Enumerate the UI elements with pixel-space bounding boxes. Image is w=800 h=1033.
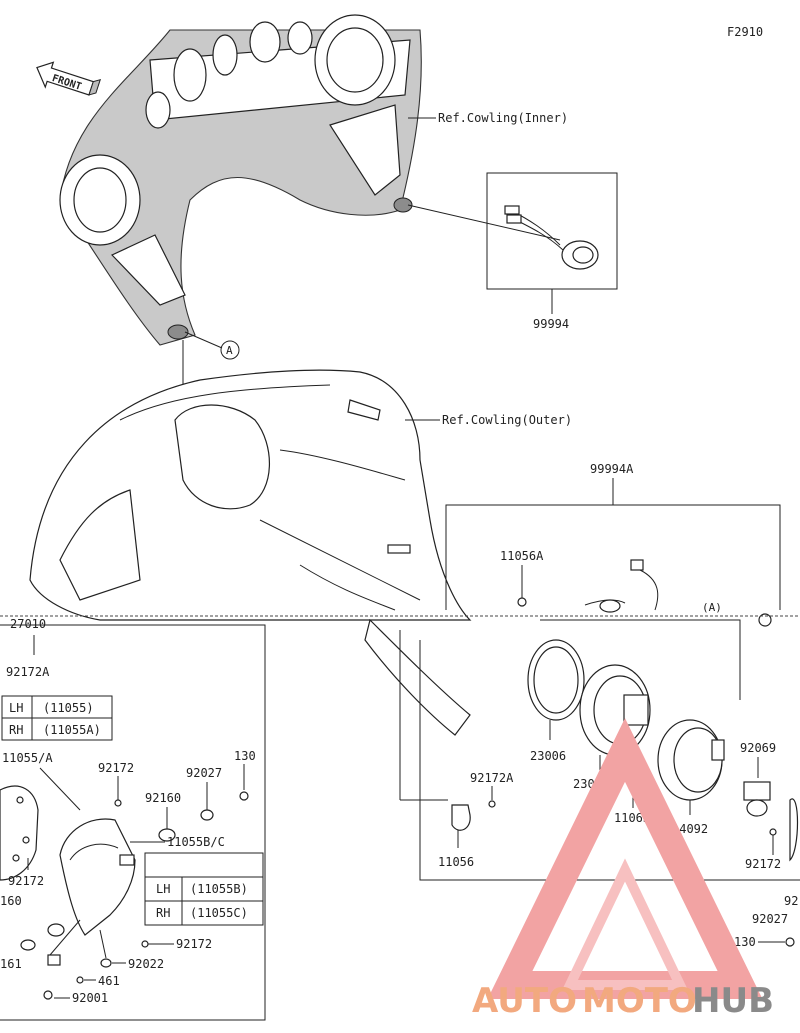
part-92172a-left-label: 92172A	[6, 665, 50, 679]
table-11055bc: LH (11055B) RH (11055C)	[144, 852, 264, 926]
part-92160-1-label: 92160	[145, 791, 181, 805]
callout-a-label: A	[226, 344, 233, 357]
bulb-92069	[743, 781, 771, 817]
part-11055bc-label: 11055B/C	[167, 835, 225, 849]
cowling-outer-drawing	[29, 369, 472, 736]
clip-11056	[451, 804, 471, 831]
t11055bc-row1-side: RH	[156, 906, 170, 920]
socket-99994	[504, 205, 599, 270]
part-92069-label: 92069	[740, 741, 776, 755]
part-92027-1-label: 92027	[186, 766, 222, 780]
front-arrow-icon: FRONT	[36, 61, 102, 96]
t11055bc-row0-code: (11055B)	[190, 882, 248, 896]
part-92001-label: 92001	[72, 991, 108, 1005]
part-92-edge-label: 92	[784, 894, 798, 908]
part-23006-label: 23006	[530, 749, 566, 763]
ring-23006	[527, 639, 585, 721]
harness-99994a	[584, 559, 659, 613]
part-11056-label: 11056	[438, 855, 474, 869]
watermark-auto: AUTO	[472, 981, 577, 1021]
part-130-bot-label: 130	[734, 935, 756, 949]
callout-a-circle	[220, 340, 240, 360]
t11055-row0-code: (11055)	[43, 701, 94, 715]
t11055-row1-code: (11055A)	[43, 723, 101, 737]
part-461-label: 461	[98, 974, 120, 988]
ref-cowling-outer-label: Ref.Cowling(Outer)	[442, 413, 572, 427]
part-130-top-label: 130	[234, 749, 256, 763]
t11055-row1-side: RH	[9, 723, 23, 737]
part-99994-box	[486, 172, 618, 290]
part-92027-2-label: 92027	[752, 912, 788, 926]
part-99994a-label: 99994A	[590, 462, 634, 476]
part-92172-2-label: 92172	[8, 874, 44, 888]
part-27010-label: 27010	[10, 617, 46, 631]
lamp-unit-23007	[579, 664, 651, 756]
part-99994-label: 99994	[533, 317, 569, 331]
t11055bc-row1-code: (11055C)	[190, 906, 248, 920]
part-92172-1-label: 92172	[98, 761, 134, 775]
bracket-11055	[0, 785, 39, 881]
part-92172-3-label: 92172	[176, 937, 212, 951]
part-11056a-label: 11056A	[500, 549, 544, 563]
part-14092-label: 14092	[672, 822, 708, 836]
part-11055a-label: 11055/A	[2, 751, 53, 765]
watermark-hub: HUB	[692, 981, 774, 1021]
part-161-label: 161	[0, 957, 22, 971]
part-92022-label: 92022	[128, 957, 164, 971]
callout-a-paren-label: (A)	[702, 601, 722, 614]
table-11055: LH (11055) RH (11055A)	[1, 695, 113, 741]
part-160-label: 160	[0, 894, 22, 908]
part-92172a-mid-label: 92172A	[470, 771, 514, 785]
watermark-logo: AUTO MOTO HUB	[472, 718, 774, 1021]
left-exploded-box	[0, 624, 266, 1021]
housing-14092	[657, 719, 725, 801]
t11055-row0-side: LH	[9, 701, 23, 715]
cowling-inner-drawing	[59, 14, 422, 346]
watermark-moto: MOTO	[582, 981, 697, 1021]
bracket-11055bc	[59, 818, 136, 936]
t11055bc-row0-side: LH	[156, 882, 170, 896]
figure-code: F2910	[727, 25, 763, 39]
ref-cowling-inner-label: Ref.Cowling(Inner)	[438, 111, 568, 125]
part-92172-4-label: 92172	[745, 857, 781, 871]
